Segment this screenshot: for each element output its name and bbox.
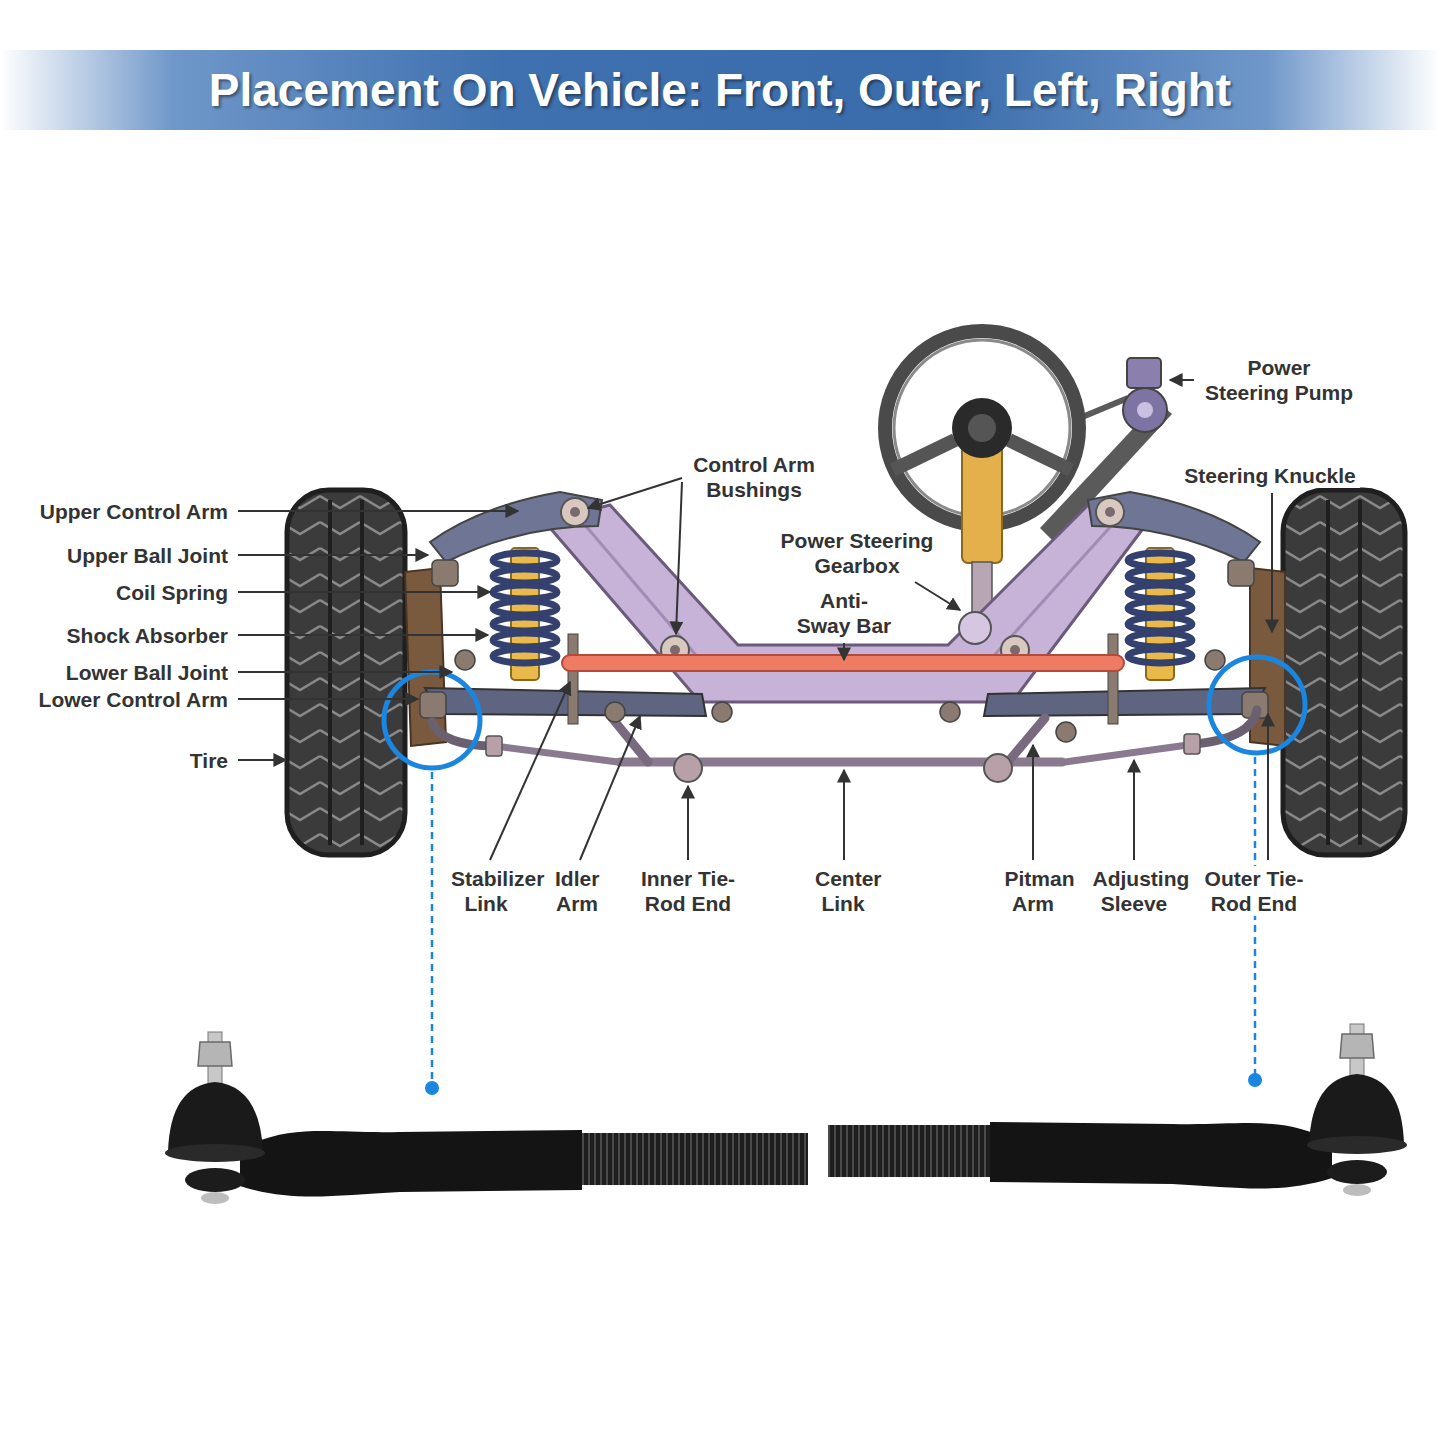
part-label: Power Steering Gearbox	[777, 528, 937, 578]
tie-rod-end-product	[165, 1032, 808, 1204]
part-label: Upper Ball Joint	[61, 543, 231, 568]
part-label: Outer Tie-Rod End	[1201, 866, 1307, 916]
lower-control-arm	[420, 650, 1268, 722]
part-label: Lower Control Arm	[33, 687, 231, 712]
part-label: Lower Ball Joint	[60, 660, 231, 685]
highlight-callout	[384, 657, 1305, 1095]
tie-rod-end-product	[828, 1024, 1407, 1196]
part-label: Pitman Arm	[1002, 866, 1065, 916]
part-label: Shock Absorber	[61, 623, 231, 648]
part-label: Idler Arm	[552, 866, 602, 916]
tire	[287, 490, 1405, 855]
part-label: Upper Control Arm	[34, 499, 231, 524]
leader-line	[238, 380, 1272, 860]
anti-sway-bar	[562, 634, 1124, 724]
part-label: Stabilizer Link	[448, 866, 524, 916]
part-label: Anti-Sway Bar	[793, 588, 895, 638]
part-label: Tire	[184, 748, 231, 773]
part-label: Inner Tie-Rod End	[637, 866, 739, 916]
part-label: Coil Spring	[111, 580, 231, 605]
upper-control-arm	[430, 492, 1260, 586]
subframe	[545, 505, 1148, 702]
part-label: Control Arm Bushings	[690, 452, 819, 502]
part-label: Center Link	[812, 866, 874, 916]
part-label: Power Steering Pump	[1201, 355, 1357, 405]
part-label: Steering Knuckle	[1180, 463, 1360, 488]
part-label: Adjusting Sleeve	[1090, 866, 1179, 916]
page-title: Placement On Vehicle: Front, Outer, Left…	[0, 62, 1440, 118]
